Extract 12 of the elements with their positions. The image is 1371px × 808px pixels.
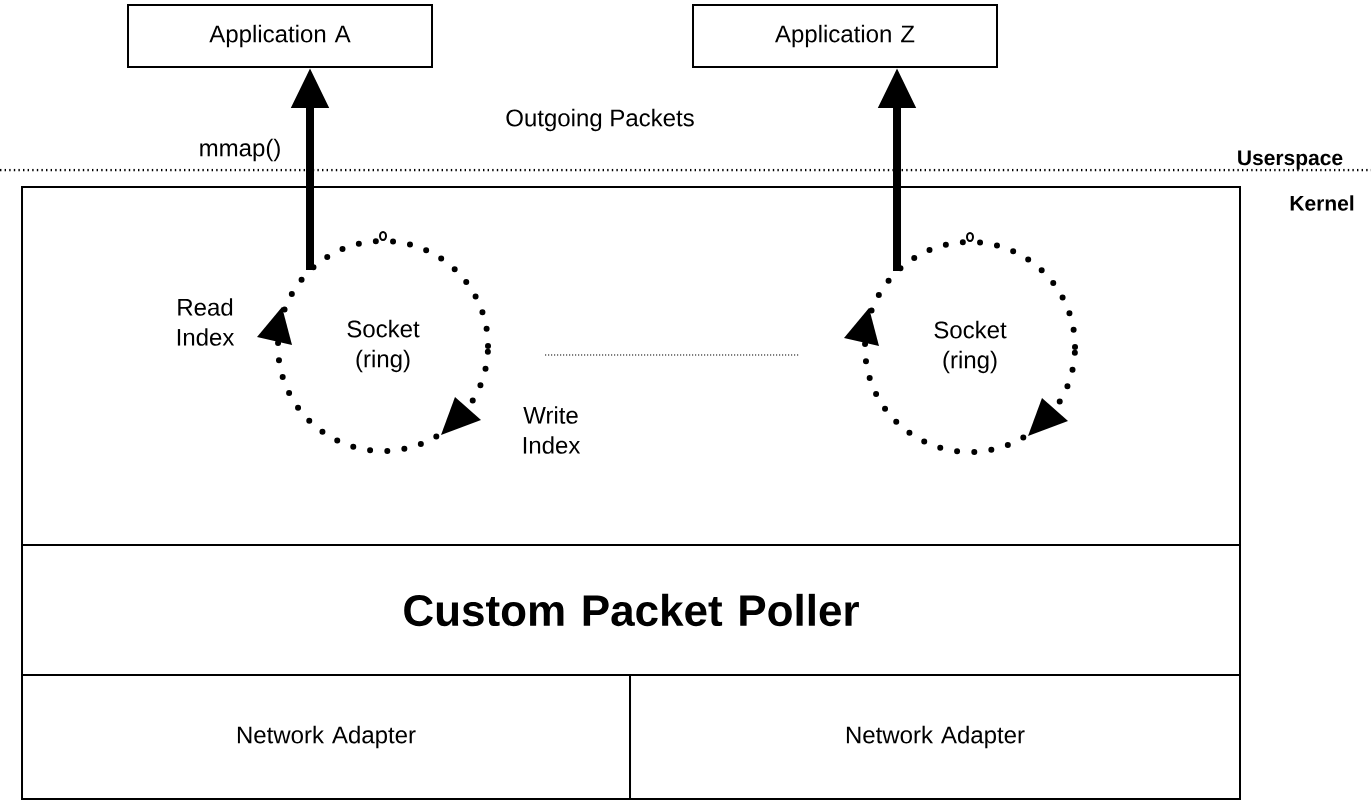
process-box: Custom Packet Poller	[21, 544, 1241, 676]
text-label: mmap()	[200, 138, 280, 162]
process-box: Application Z	[692, 4, 998, 68]
index-label: Read Index	[177, 298, 235, 346]
index-label: Write Index	[523, 406, 581, 454]
process-box: Network Adapter	[629, 674, 1241, 800]
text-label: Kernel	[1290, 195, 1354, 211]
process-box: Network Adapter	[21, 674, 631, 800]
text-label: Outgoing Packets	[506, 108, 694, 132]
text-label: Userspace	[1238, 150, 1343, 170]
panel-box	[21, 186, 1241, 546]
process-box: Application A	[127, 4, 433, 68]
